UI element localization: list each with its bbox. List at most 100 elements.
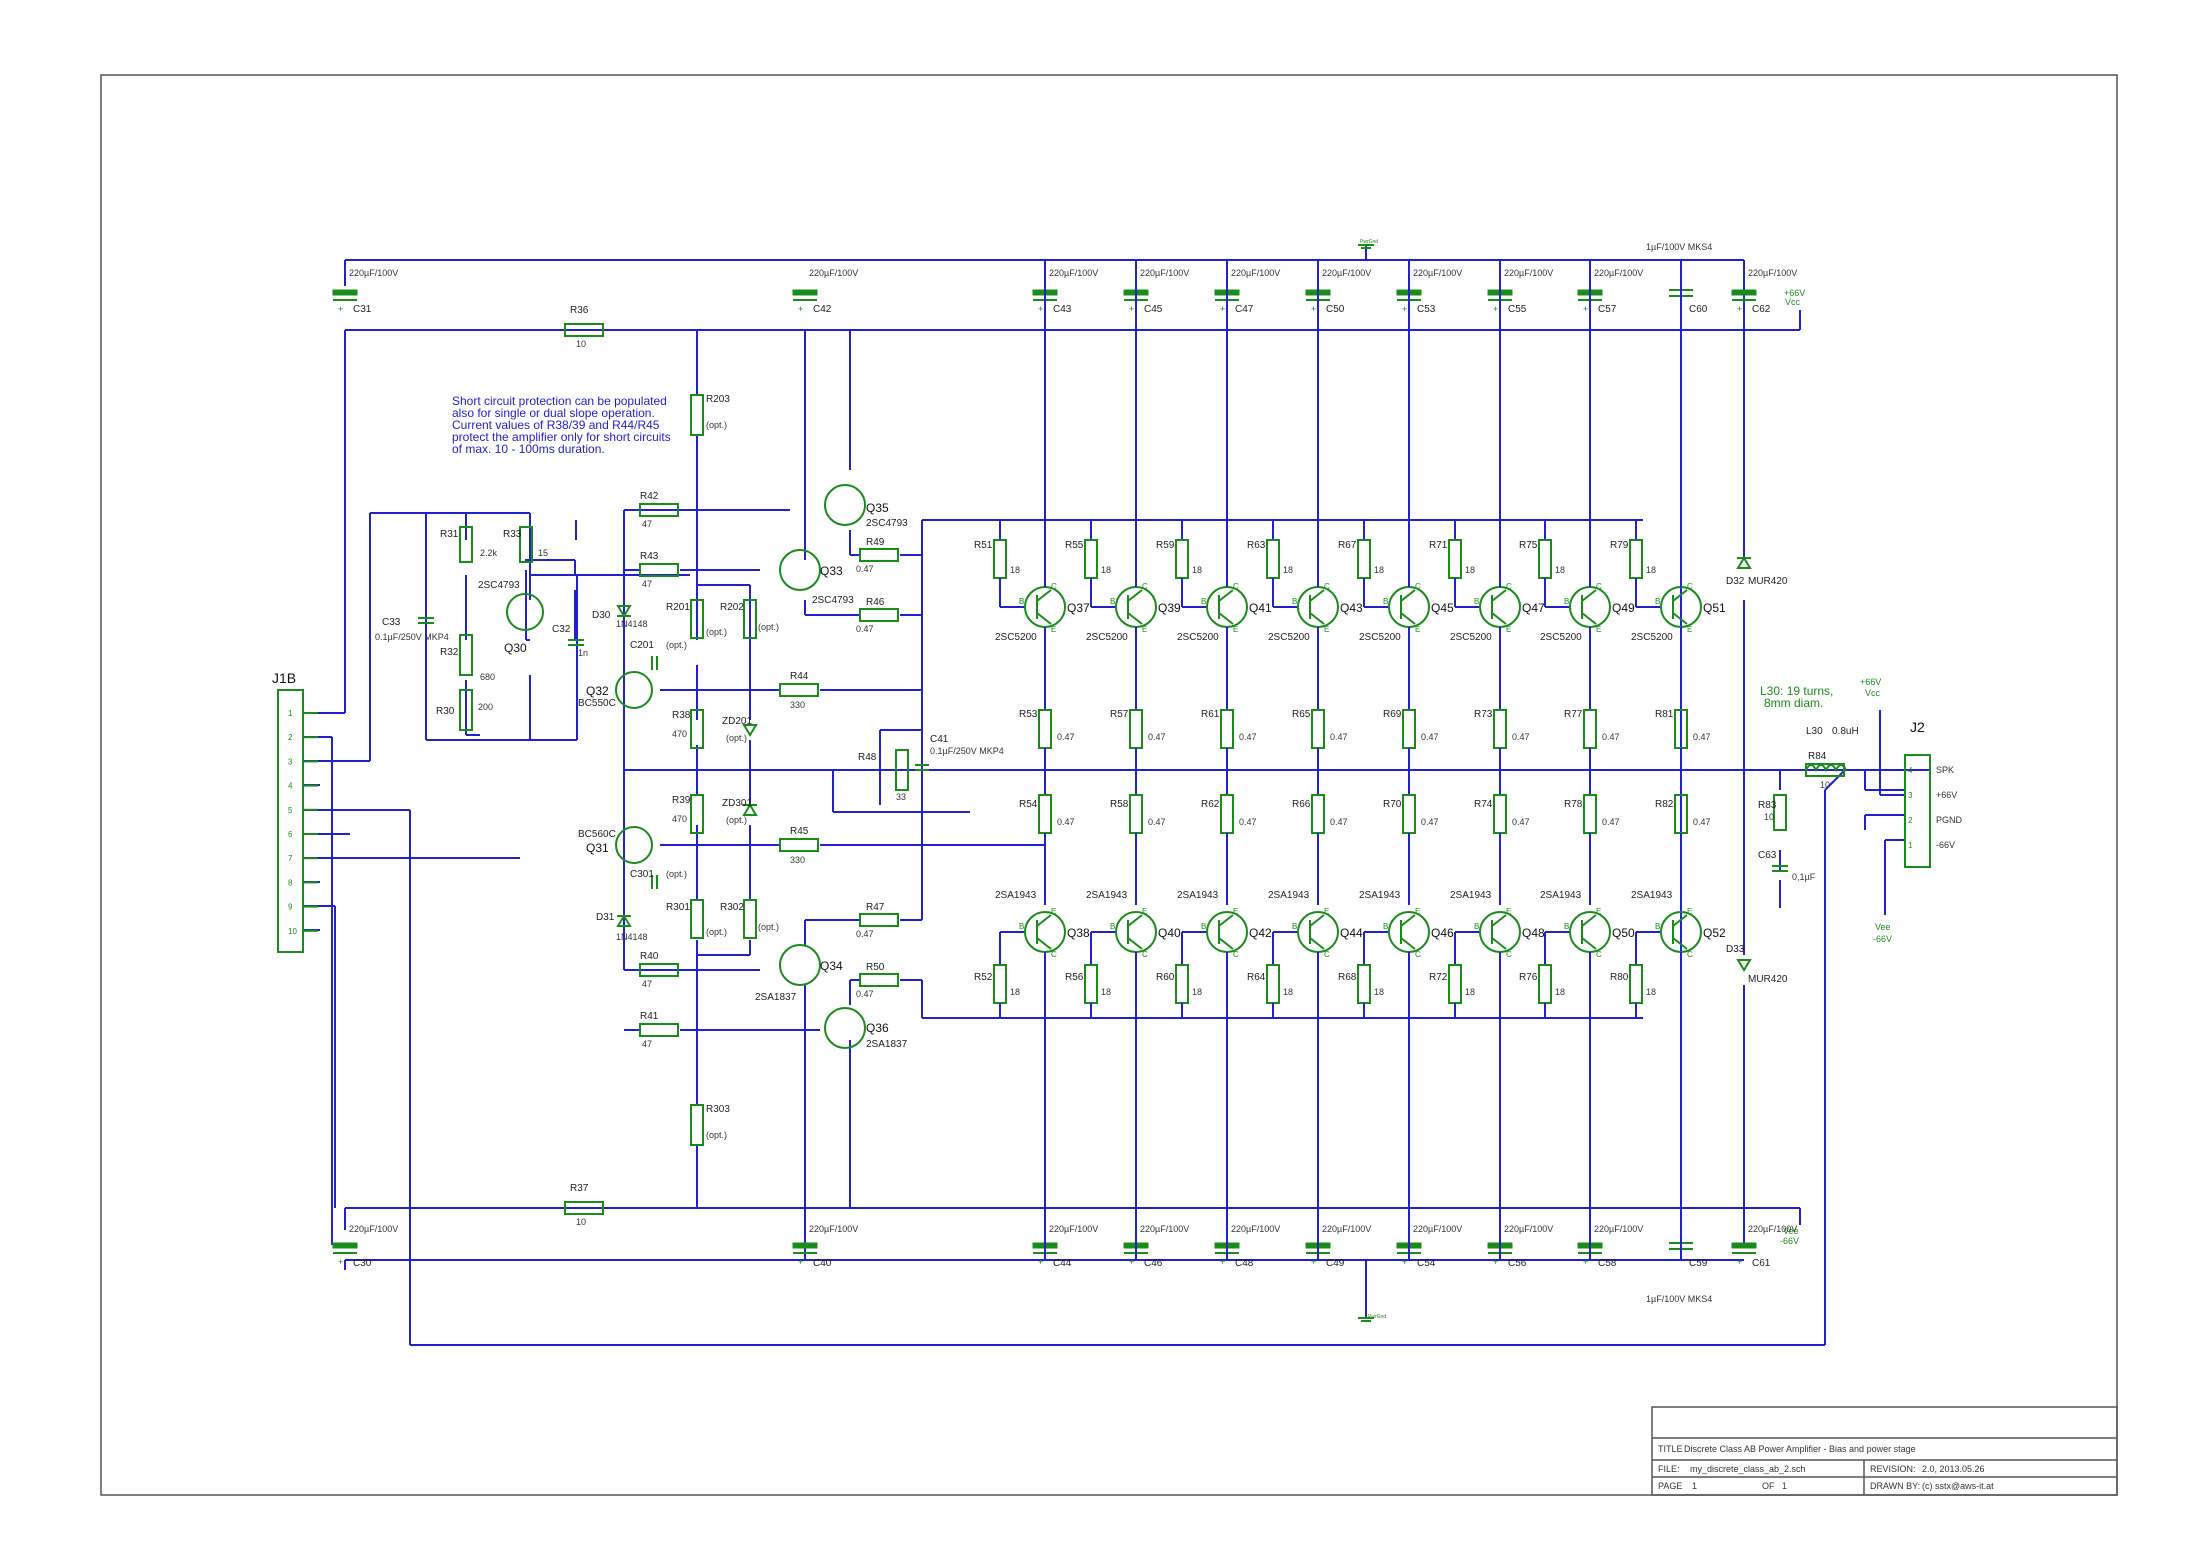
resistor-r48: [895, 749, 909, 791]
resistor-r47: [859, 913, 899, 927]
svg-text:2.2k: 2.2k: [480, 548, 498, 558]
emitter-resistor: [1311, 794, 1325, 834]
svg-text:R45: R45: [790, 826, 809, 837]
pin-e: E: [1051, 625, 1056, 634]
emitter-resistor-value: 0.47: [1330, 817, 1348, 827]
j2-pin-label: PGND: [1936, 815, 1963, 825]
emitter-resistor-value: 0.47: [1330, 732, 1348, 742]
svg-text:(opt.): (opt.): [726, 733, 747, 743]
capacitor-ref: C46: [1144, 1258, 1163, 1269]
pin-c: C: [1687, 582, 1693, 591]
pin-b: B: [1110, 597, 1115, 606]
svg-text:680: 680: [480, 672, 495, 682]
mks-top-label: 1µF/100V MKS4: [1646, 242, 1712, 252]
j2-pin-label: +66V: [1936, 790, 1957, 800]
svg-text:R37: R37: [570, 1183, 589, 1194]
emitter-resistor: [1402, 709, 1416, 749]
emitter-resistor-value: 0.47: [1602, 817, 1620, 827]
pnp-transistor: [1206, 911, 1248, 953]
svg-text:R47: R47: [866, 902, 885, 913]
emitter-resistor: [1583, 794, 1597, 834]
transistor-ref: Q52: [1703, 926, 1726, 940]
emitter-resistor-ref: R57: [1110, 709, 1129, 720]
transistor-ref: Q45: [1431, 601, 1454, 615]
drawing-frame: [100, 74, 2118, 1496]
svg-text:0.8uH: 0.8uH: [1832, 726, 1859, 737]
title-label: TITLE: [1658, 1444, 1683, 1454]
base-resistor: [1084, 964, 1098, 1004]
svg-text:R42: R42: [640, 491, 659, 502]
svg-text:R303: R303: [706, 1104, 730, 1115]
transistor-type: 2SA1943: [1450, 890, 1492, 901]
pin-c: C: [1324, 950, 1330, 959]
svg-text:(opt.): (opt.): [726, 815, 747, 825]
transistor-ref: Q38: [1067, 926, 1090, 940]
svg-text:R38: R38: [672, 710, 691, 721]
j2-pin-number: 1: [1908, 841, 1913, 850]
resistor-r43: [639, 563, 679, 577]
transistor-q32: [615, 671, 653, 709]
capacitor-ref: C31: [353, 304, 372, 315]
capacitor-value: 220µF/100V: [1413, 1224, 1462, 1234]
base-resistor-value: 18: [1192, 987, 1202, 997]
svg-text:0,1µF: 0,1µF: [1792, 872, 1816, 882]
svg-text:R36: R36: [570, 305, 589, 316]
emitter-resistor-value: 0.47: [1148, 732, 1166, 742]
svg-text:(opt.): (opt.): [666, 640, 687, 650]
transistor-type: 2SC5200: [1086, 632, 1128, 643]
pin-b: B: [1110, 922, 1115, 931]
transistor-type: 2SA1943: [1086, 890, 1128, 901]
emitter-resistor: [1129, 709, 1143, 749]
resistor-r42: [639, 503, 679, 517]
resistor-r39: [690, 794, 704, 834]
base-resistor-ref: R56: [1065, 972, 1084, 983]
svg-text:330: 330: [790, 855, 805, 865]
pin-e: E: [1415, 907, 1420, 916]
j1b-pin-label: 5: [288, 806, 293, 815]
j1b-pin-label: 2: [288, 733, 293, 742]
pin-e: E: [1233, 625, 1238, 634]
resistor-r84: [1805, 763, 1845, 777]
npn-transistor: [1388, 586, 1430, 628]
emitter-resistor-value: 0.47: [1239, 817, 1257, 827]
capacitor-ref: C60: [1689, 304, 1708, 315]
transistor-type: 2SC5200: [1450, 632, 1492, 643]
polarity-plus: +: [338, 1257, 343, 1267]
capacitor-value: 220µF/100V: [1594, 268, 1643, 278]
emitter-resistor-value: 0.47: [1421, 732, 1439, 742]
j1b-pin-label: 4: [288, 782, 293, 791]
npn-transistor: [1297, 586, 1339, 628]
svg-text:Q35: Q35: [866, 501, 889, 515]
svg-text:MUR420: MUR420: [1748, 974, 1788, 985]
base-resistor-ref: R76: [1519, 972, 1538, 983]
capacitor-ref: C50: [1326, 304, 1345, 315]
base-resistor-value: 18: [1555, 987, 1565, 997]
svg-text:R31: R31: [440, 529, 459, 540]
emitter-resistor-value: 0.47: [1057, 732, 1075, 742]
pin-c: C: [1051, 950, 1057, 959]
capacitor-value: 220µF/100V: [1504, 268, 1553, 278]
j2-pin-label: SPK: [1936, 765, 1954, 775]
pin-c: C: [1596, 950, 1602, 959]
svg-text:PwrGnd: PwrGnd: [1368, 1314, 1386, 1320]
svg-text:2SA1837: 2SA1837: [866, 1039, 908, 1050]
emitter-resistor-value: 0.47: [1512, 732, 1530, 742]
pin-c: C: [1233, 582, 1239, 591]
svg-text:R44: R44: [790, 671, 809, 682]
transistor-ref: Q47: [1522, 601, 1545, 615]
pin-e: E: [1051, 907, 1056, 916]
polarity-plus: +: [1737, 304, 1742, 314]
emitter-resistor-ref: R69: [1383, 709, 1402, 720]
